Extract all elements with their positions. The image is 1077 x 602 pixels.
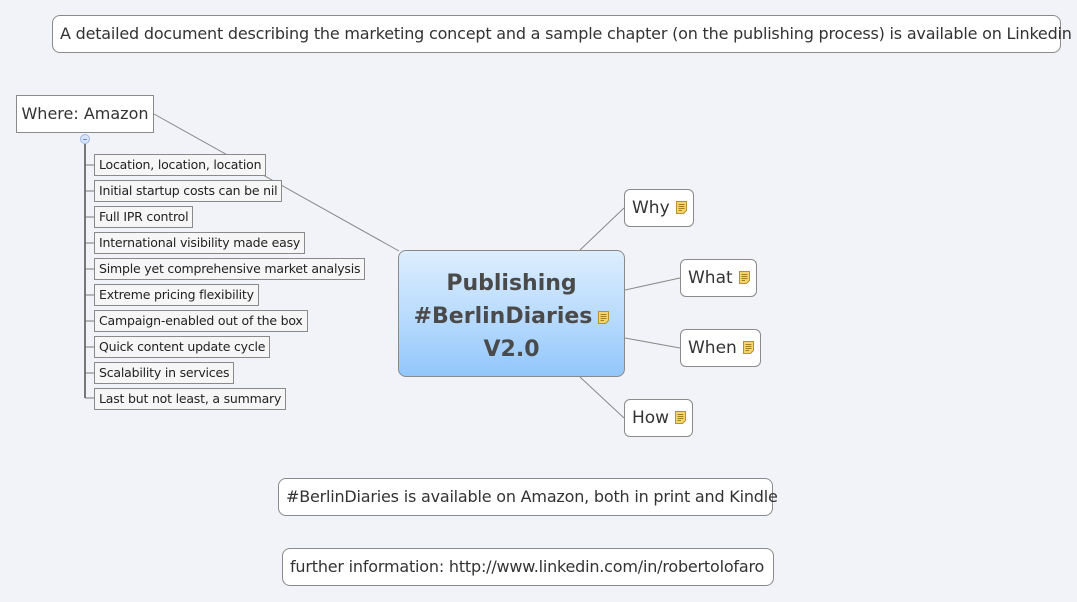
topic-why[interactable]: Why: [624, 189, 694, 227]
subtopic-label: Campaign-enabled out of the box: [99, 313, 303, 328]
central-topic-line-2-text: #BerlinDiaries: [413, 304, 593, 329]
note-icon[interactable]: [598, 311, 610, 324]
topic-what[interactable]: What: [680, 259, 757, 297]
topic-why-label: Why: [632, 198, 670, 218]
central-topic-line-3: V2.0: [483, 337, 540, 362]
note-icon[interactable]: [675, 201, 687, 214]
subtopic-label: Initial startup costs can be nil: [99, 183, 278, 198]
topic-how[interactable]: How: [624, 399, 694, 437]
subtopic-item[interactable]: Simple yet comprehensive market analysis: [94, 258, 366, 280]
subtopic-label: Scalability in services: [99, 365, 230, 380]
header-note-text: A detailed document describing the marke…: [60, 24, 1072, 43]
central-topic-line-1: Publishing: [446, 271, 577, 296]
subtopic-item[interactable]: Campaign-enabled out of the box: [94, 310, 308, 332]
topic-where-amazon[interactable]: Where: Amazon: [16, 95, 154, 133]
topic-where-label: Where: Amazon: [21, 104, 149, 123]
subtopic-item[interactable]: International visibility made easy: [94, 232, 306, 254]
central-topic-line-2: #BerlinDiaries: [399, 300, 624, 333]
subtopic-item[interactable]: Full IPR control: [94, 206, 194, 228]
central-topic[interactable]: Publishing #BerlinDiaries V2.0: [398, 250, 625, 377]
note-icon[interactable]: [742, 341, 754, 354]
subtopic-label: Full IPR control: [99, 209, 189, 224]
subtopic-label: Simple yet comprehensive market analysis: [99, 261, 361, 276]
topic-what-label: What: [688, 268, 733, 288]
subtopic-label: Last but not least, a summary: [99, 391, 282, 406]
subtopic-item[interactable]: Scalability in services: [94, 362, 235, 384]
subtopic-label: Extreme pricing flexibility: [99, 287, 254, 302]
topic-when-label: When: [688, 338, 737, 358]
subtopic-item[interactable]: Quick content update cycle: [94, 336, 271, 358]
note-icon[interactable]: [738, 271, 750, 284]
header-note[interactable]: A detailed document describing the marke…: [52, 15, 1072, 53]
subtopic-label: International visibility made easy: [99, 235, 301, 250]
subtopic-item[interactable]: Extreme pricing flexibility: [94, 284, 259, 306]
subtopic-item[interactable]: Initial startup costs can be nil: [94, 180, 283, 202]
topic-how-label: How: [632, 408, 670, 428]
subtopic-label: Quick content update cycle: [99, 339, 266, 354]
footer-note-linkedin[interactable]: further information: http://www.linkedin…: [282, 548, 774, 586]
footer-note-amazon-text: #BerlinDiaries is available on Amazon, b…: [286, 487, 778, 506]
note-icon[interactable]: [675, 411, 687, 424]
subtopic-item[interactable]: Last but not least, a summary: [94, 388, 287, 410]
topic-when[interactable]: When: [680, 329, 761, 367]
footer-note-amazon[interactable]: #BerlinDiaries is available on Amazon, b…: [278, 478, 778, 516]
subtopic-item[interactable]: Location, location, location: [94, 154, 267, 176]
footer-note-linkedin-text: further information: http://www.linkedin…: [290, 557, 765, 576]
collapse-minus-icon[interactable]: [80, 134, 90, 144]
subtopic-label: Location, location, location: [99, 157, 262, 172]
